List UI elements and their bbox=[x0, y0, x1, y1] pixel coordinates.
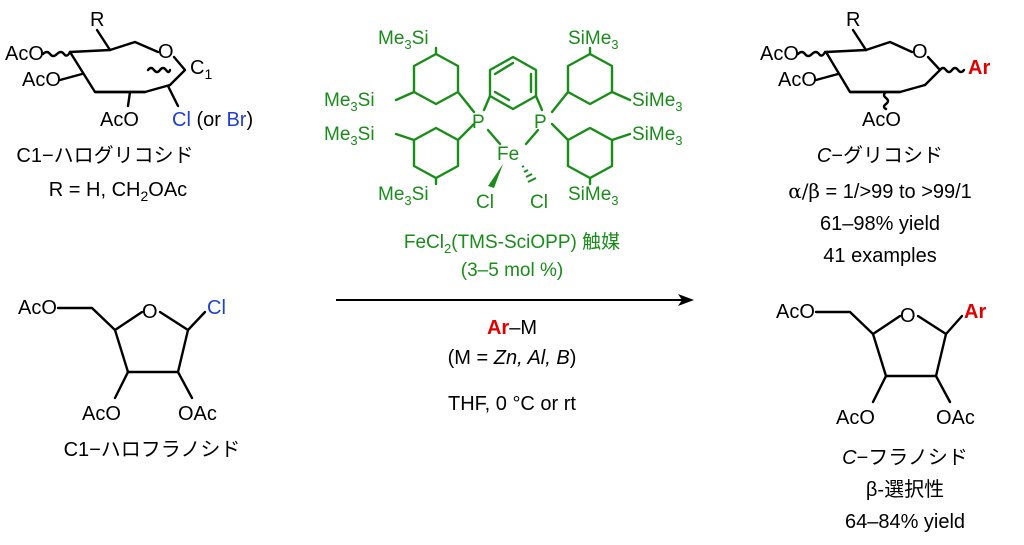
anomeric-selectivity: α/β = 1/>99 to >99/1 bbox=[788, 179, 972, 203]
ring-oxygen-product: O bbox=[912, 41, 928, 63]
glycosyl-halide-structure: R O AcO AcO AcO C1 Cl (or Br) bbox=[5, 9, 253, 131]
halide-label: Cl (or Br) bbox=[172, 109, 253, 131]
furanoside-selectivity: β-選択性 bbox=[866, 478, 944, 501]
sime3-mid-right: SiMe3 bbox=[632, 90, 683, 114]
metal-list: (M = Zn, Al, B) bbox=[448, 347, 577, 369]
aco-6: AcO bbox=[82, 403, 121, 425]
c-furanoside-name: C−フラノシド bbox=[842, 447, 968, 469]
cl-left: Cl bbox=[476, 192, 494, 213]
c1-label: C1 bbox=[190, 57, 212, 82]
oac-p1: OAc bbox=[936, 407, 975, 429]
aco-5: AcO bbox=[18, 297, 57, 319]
sime3-top-right: SiMe3 bbox=[568, 28, 619, 52]
sime3-low-left: Me3Si bbox=[324, 124, 375, 148]
furanose-halide: Cl bbox=[207, 297, 226, 319]
aryl-group-furanoside: Ar bbox=[964, 301, 986, 323]
c-furanoside-structure: AcO O Ar AcO OAc bbox=[776, 301, 986, 429]
glycosyl-halide-name: C1−ハログリコシド bbox=[16, 144, 193, 167]
aryl-metal-reagent: Ar–M bbox=[487, 317, 537, 339]
c-glycoside-structure: R O AcO AcO AcO Ar bbox=[760, 9, 990, 131]
furanosyl-halide-name: C1−ハロフラノシド bbox=[64, 439, 241, 461]
sime3-mid-left: Me3Si bbox=[324, 90, 375, 114]
c-glycoside-name: C−グリコシド bbox=[817, 144, 943, 167]
aco-p3: AcO bbox=[862, 109, 901, 131]
aco-p5: AcO bbox=[836, 407, 875, 429]
catalyst-loading: (3–5 mol %) bbox=[461, 260, 563, 281]
catalyst-name: FeCl2(TMS-SciOPP) 触媒 bbox=[404, 231, 620, 256]
glycoside-examples: 41 examples bbox=[823, 245, 936, 267]
r-definition: R = H, CH2OAc bbox=[49, 179, 187, 204]
furanose-ring-oxygen: O bbox=[142, 301, 158, 323]
sime3-top-left: Me3Si bbox=[378, 28, 429, 52]
fe-atom: Fe bbox=[497, 144, 519, 165]
catalyst-structure: P P Fe Cl Cl bbox=[324, 28, 683, 213]
arrow-head bbox=[678, 294, 694, 306]
cl-right: Cl bbox=[530, 192, 548, 213]
r-label: R bbox=[90, 9, 104, 31]
sime3-bottom-right: SiMe3 bbox=[568, 184, 619, 208]
aco-4: AcO bbox=[5, 43, 44, 65]
aco-2: AcO bbox=[100, 109, 139, 131]
p-right: P bbox=[534, 112, 547, 133]
oac-1: OAc bbox=[178, 403, 217, 425]
furanose-ring-oxygen-product: O bbox=[900, 305, 916, 327]
sime3-bottom-left: Me3Si bbox=[378, 184, 429, 208]
aco-p1: AcO bbox=[760, 43, 799, 65]
ring-oxygen: O bbox=[158, 41, 174, 63]
r-label-product: R bbox=[846, 9, 860, 31]
glycoside-yield: 61–98% yield bbox=[820, 213, 940, 235]
sime3-low-right: SiMe3 bbox=[632, 124, 683, 148]
p-left: P bbox=[472, 112, 485, 133]
aco-3: AcO bbox=[22, 69, 61, 91]
reaction-conditions: THF, 0 °C or rt bbox=[448, 393, 576, 415]
furanoside-yield: 64–84% yield bbox=[845, 511, 965, 533]
aryl-group: Ar bbox=[968, 57, 990, 79]
furanosyl-halide-structure: AcO O Cl AcO OAc bbox=[18, 297, 226, 425]
aco-p2: AcO bbox=[778, 69, 817, 91]
aco-p4: AcO bbox=[776, 301, 815, 323]
